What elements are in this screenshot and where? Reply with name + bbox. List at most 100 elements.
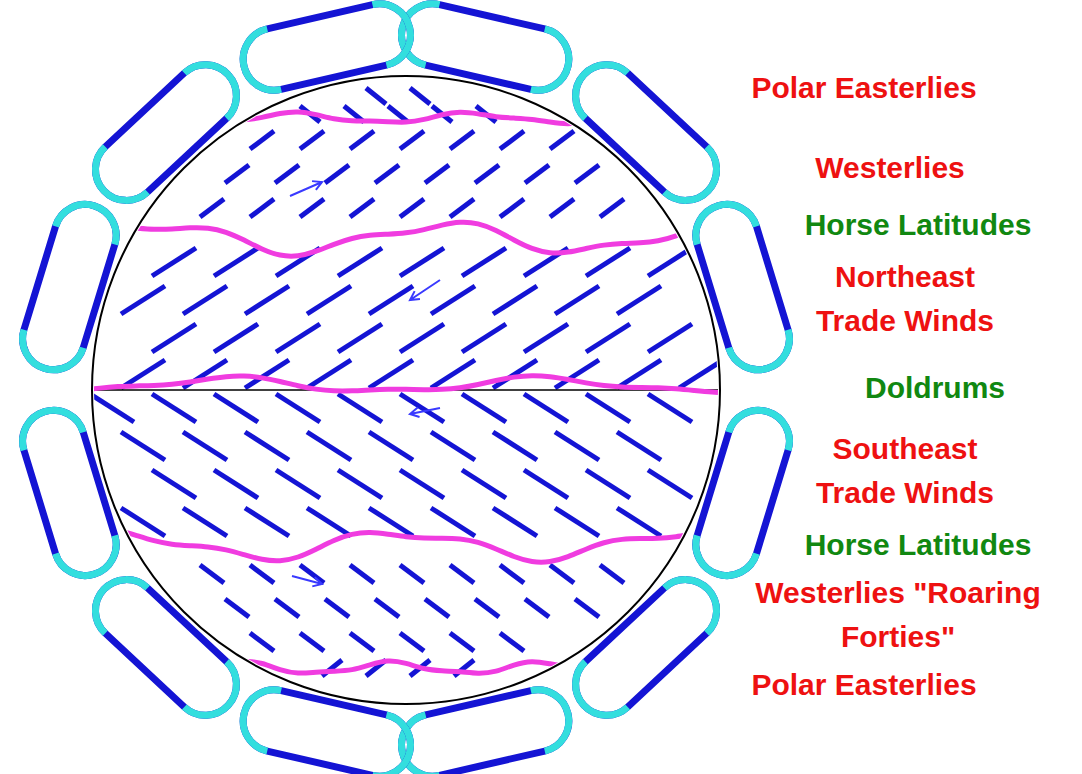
direction-arrow	[410, 408, 440, 417]
wind-streak	[121, 286, 165, 314]
wind-streak	[462, 394, 506, 422]
wind-streak	[325, 165, 349, 183]
wind-streak	[450, 131, 474, 149]
wind-belt-label: Northeast Trade Winds	[799, 255, 1011, 342]
wind-streak	[550, 199, 574, 217]
wind-streak	[350, 565, 374, 583]
wind-streak	[325, 599, 349, 617]
wind-streak	[648, 470, 692, 498]
wind-streak	[152, 248, 196, 276]
wind-streak	[550, 565, 574, 583]
wind-streak	[500, 633, 524, 651]
wind-streak	[475, 599, 499, 617]
wind-streak	[555, 432, 599, 460]
wind-streak	[493, 508, 537, 536]
wind-streak	[493, 286, 537, 314]
wind-streak	[400, 565, 424, 583]
cell-loop-end	[372, 0, 416, 65]
wind-streak	[586, 394, 630, 422]
wind-streak	[400, 633, 424, 651]
wind-streak	[586, 470, 630, 498]
wind-streak	[586, 248, 630, 276]
wind-streak	[152, 324, 196, 352]
cell-loop-end	[237, 29, 281, 96]
wind-streak	[462, 470, 506, 498]
wind-streak	[276, 394, 320, 422]
wind-streak	[600, 565, 624, 583]
wind-streak	[525, 599, 549, 617]
wind-streak	[183, 286, 227, 314]
cell-loop-end	[729, 330, 797, 378]
wind-streak	[200, 565, 224, 583]
direction-arrow	[290, 181, 322, 196]
wind-streak	[524, 394, 568, 422]
wind-streak	[617, 360, 661, 388]
wind-streak	[475, 165, 499, 183]
wind-streak	[276, 470, 320, 498]
pressure-boundary	[82, 219, 730, 257]
wind-streak	[300, 199, 324, 217]
wind-streak	[250, 131, 274, 149]
wind-streak	[410, 88, 430, 104]
wind-streak	[679, 360, 723, 388]
cell-loop-end	[184, 52, 249, 118]
wind-streak	[338, 324, 382, 352]
wind-streak	[338, 394, 382, 422]
circulation-cells	[15, 0, 797, 774]
wind-streak	[425, 599, 449, 617]
cell-loop-end	[56, 535, 124, 583]
wind-streak	[200, 199, 224, 217]
wind-streak	[183, 432, 227, 460]
wind-streak	[375, 165, 399, 183]
wind-streak	[400, 470, 444, 498]
pressure-boundary	[82, 112, 730, 125]
wind-streak	[600, 199, 624, 217]
wind-belt-label: Doldrums	[865, 366, 1005, 410]
wind-streak	[575, 599, 599, 617]
wind-streak	[275, 599, 299, 617]
wind-streak	[555, 286, 599, 314]
wind-streak	[245, 286, 289, 314]
pressure-boundaries	[82, 112, 730, 675]
wind-streak	[555, 508, 599, 536]
wind-streak	[400, 199, 424, 217]
wind-streak	[366, 88, 386, 104]
wind-streak	[400, 394, 444, 422]
direction-arrow	[410, 280, 440, 300]
direction-arrow	[292, 576, 322, 586]
wind-streak	[152, 470, 196, 498]
wind-streak	[648, 394, 692, 422]
wind-streak	[250, 199, 274, 217]
cell-loop-end	[563, 52, 628, 118]
wind-belt-label: Polar Easterlies	[751, 663, 976, 707]
wind-streak	[431, 508, 475, 536]
cell-loop-end	[688, 197, 756, 245]
wind-streak	[300, 633, 324, 651]
cell-loop-end	[184, 662, 249, 728]
wind-streak	[462, 324, 506, 352]
pressure-boundary	[82, 661, 730, 675]
wind-streak	[307, 432, 351, 460]
wind-streak	[400, 248, 444, 276]
wind-streak	[152, 394, 196, 422]
wind-streak	[275, 165, 299, 183]
cell-loop-end	[237, 684, 281, 751]
wind-streak	[245, 432, 289, 460]
wind-streak	[307, 360, 351, 388]
wind-streak	[250, 633, 274, 651]
wind-streak	[121, 432, 165, 460]
wind-streak	[400, 131, 424, 149]
wind-streak	[400, 324, 444, 352]
wind-streak	[225, 599, 249, 617]
wind-streak	[214, 394, 258, 422]
wind-streak	[214, 324, 258, 352]
wind-streak	[338, 248, 382, 276]
wind-streak	[276, 324, 320, 352]
pressure-boundary	[82, 529, 730, 562]
cell-loop-end	[664, 147, 729, 213]
wind-streak	[350, 199, 374, 217]
wind-belt-label: Westerlies	[815, 146, 965, 190]
wind-streak	[250, 565, 274, 583]
wind-streak	[550, 131, 574, 149]
